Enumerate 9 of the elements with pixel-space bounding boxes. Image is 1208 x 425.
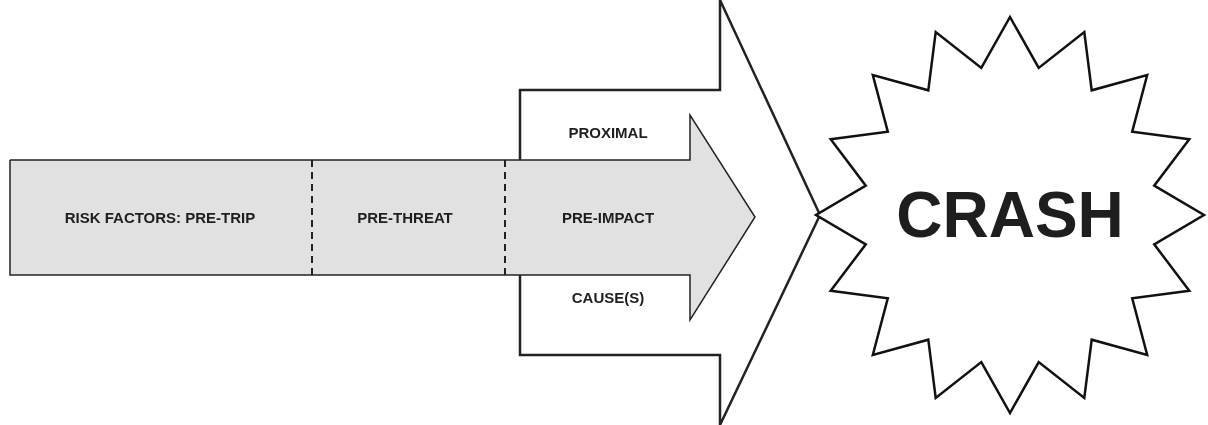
stage-label: PRE-THREAT xyxy=(357,208,453,226)
stage-label: PROXIMAL xyxy=(568,123,648,141)
burst-title: CRASH xyxy=(896,178,1124,252)
arrowhead-segment xyxy=(505,115,755,320)
stage-label: RISK FACTORS: PRE-TRIP xyxy=(64,208,256,226)
arrow-segment xyxy=(312,160,505,275)
stage-label: PRE-IMPACT xyxy=(561,208,655,226)
arrow-segment xyxy=(10,160,312,275)
stage-label: CAUSE(S) xyxy=(571,288,645,306)
